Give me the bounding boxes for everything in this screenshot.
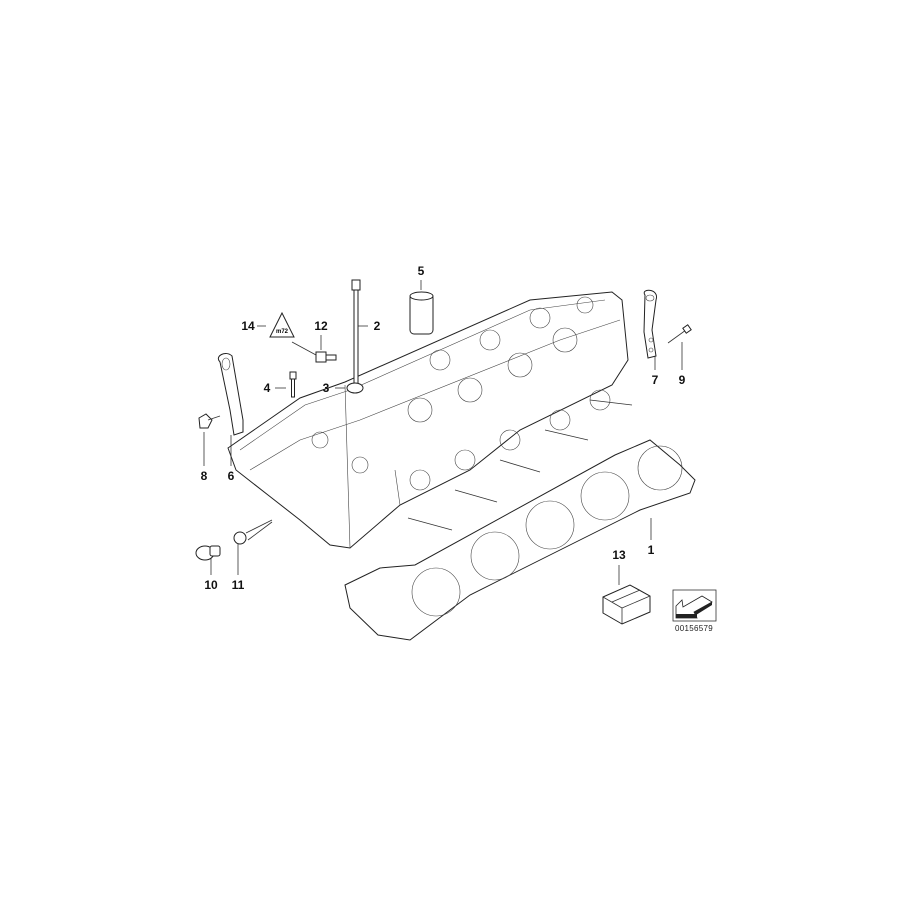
cylinder-head-illustration bbox=[227, 291, 633, 549]
callout-3[interactable]: 3 bbox=[322, 381, 330, 395]
temperature-sensor-illustration bbox=[315, 351, 337, 363]
callout-5[interactable]: 5 bbox=[417, 264, 425, 278]
hex-bolt-illustration bbox=[198, 413, 221, 429]
svg-text:m72: m72 bbox=[276, 329, 289, 335]
lifting-eye-rear-illustration bbox=[643, 289, 657, 359]
callout-8[interactable]: 8 bbox=[200, 469, 208, 483]
washer-illustration bbox=[346, 382, 364, 394]
callout-leaders bbox=[203, 280, 683, 585]
callout-11[interactable]: 11 bbox=[231, 578, 245, 592]
screw-illustration bbox=[289, 371, 297, 398]
bolt-illustration bbox=[667, 324, 692, 344]
callout-2[interactable]: 2 bbox=[373, 319, 381, 333]
diagram-reference-code: 00156579 bbox=[675, 624, 713, 633]
callout-9[interactable]: 9 bbox=[678, 373, 686, 387]
warning-label-illustration: m72 bbox=[269, 311, 295, 338]
lifting-eye-front-illustration bbox=[218, 353, 244, 436]
repair-kit-box-illustration bbox=[602, 584, 651, 625]
callout-7[interactable]: 7 bbox=[651, 373, 659, 387]
orientation-arrow-icon bbox=[672, 589, 717, 622]
callout-13[interactable]: 13 bbox=[612, 548, 626, 562]
sleeve-illustration bbox=[409, 291, 434, 335]
callout-1[interactable]: 1 bbox=[647, 543, 655, 557]
cylinder-head-bolt-illustration bbox=[351, 279, 361, 385]
callout-12[interactable]: 12 bbox=[314, 319, 328, 333]
callout-14[interactable]: 14 bbox=[241, 319, 255, 333]
callout-4[interactable]: 4 bbox=[263, 381, 271, 395]
head-gasket-illustration bbox=[344, 439, 696, 641]
callout-6[interactable]: 6 bbox=[227, 469, 235, 483]
callout-10[interactable]: 10 bbox=[204, 578, 218, 592]
screw-plug-illustration bbox=[195, 545, 221, 561]
gasket-ring-illustration bbox=[233, 531, 247, 545]
